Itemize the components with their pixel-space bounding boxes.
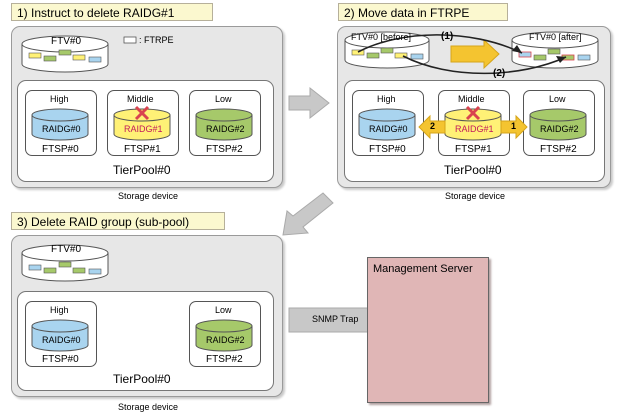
ftsp-label-2-3: FTSP#2: [206, 354, 243, 365]
ftv-disk-after: [511, 31, 599, 69]
tier-high-label-2: High: [377, 94, 396, 104]
step2-title: 2) Move data in FTRPE: [338, 3, 508, 21]
arrow-1-label: (1): [441, 31, 454, 42]
ftv-before-label: FTV#0 [before]: [351, 32, 412, 42]
tier-low-label-3: Low: [215, 305, 232, 315]
ftsp-label-2-1: FTSP#2: [206, 144, 243, 155]
move-badge-1-label: 1: [511, 121, 517, 131]
step3-title: 3) Delete RAID group (sub-pool): [11, 212, 225, 230]
tierpool-label-3: TierPool#0: [113, 372, 171, 386]
ftrpe-legend-label: : FTRPE: [139, 35, 174, 45]
curve-arrow-2: [402, 55, 567, 75]
raid-label-2-2: RAIDG#2: [540, 124, 579, 134]
tier-middle-label-2: Middle: [458, 94, 485, 104]
delete-x-icon-2: [465, 105, 481, 121]
raid-disk-high-3: [31, 319, 89, 352]
management-server: [367, 257, 489, 403]
ftsp-label-1-1: FTSP#1: [124, 144, 161, 155]
storage-device-label-2: Storage device: [445, 191, 506, 201]
management-server-label: Management Server: [373, 263, 473, 275]
ftsp-label-0-3: FTSP#0: [42, 354, 79, 365]
arrow-2-label: (2): [493, 68, 506, 79]
raid-label-1-1: RAIDG#1: [124, 124, 163, 134]
ftsp-label-0-2: FTSP#0: [369, 144, 406, 155]
tier-low-label-1: Low: [215, 94, 232, 104]
tier-high-label-3: High: [50, 305, 69, 315]
ftsp-label-1-2: FTSP#1: [455, 144, 492, 155]
raid-label-2-1: RAIDG#2: [206, 124, 245, 134]
ftsp-label-0-1: FTSP#0: [42, 144, 79, 155]
ftv-disk-3: [21, 244, 109, 282]
storage-device-label-3: Storage device: [118, 402, 179, 412]
snmp-trap-label: SNMP Trap: [312, 314, 359, 324]
ftv-label-1: FTV#0: [51, 36, 82, 47]
ftv-after-label: FTV#0 [after]: [529, 32, 582, 42]
down-left-flow-arrow-icon: [282, 192, 334, 236]
move-arrow-icon: [450, 38, 500, 70]
raid-disk-high-2: [358, 108, 416, 141]
raid-label-1-2: RAIDG#1: [455, 124, 494, 134]
curve-arrow-1: [357, 34, 523, 54]
raid-label-0-3: RAIDG#0: [42, 335, 81, 345]
tier-low-label-2: Low: [549, 94, 566, 104]
step1-title: 1) Instruct to delete RAIDG#1: [11, 3, 213, 21]
raid-label-0-1: RAIDG#0: [42, 124, 81, 134]
raid-disk-low-3: [195, 319, 253, 352]
tierpool-label-2: TierPool#0: [444, 163, 502, 177]
raid-label-2-3: RAIDG#2: [206, 335, 245, 345]
raid-disk-low-2: [529, 108, 587, 141]
move-badge-2-label: 2: [430, 121, 436, 131]
tier-middle-label-1: Middle: [127, 94, 154, 104]
raid-disk-low-1: [195, 108, 253, 141]
move-badge-1-arrow: [500, 114, 528, 140]
tierpool-label-1: TierPool#0: [113, 163, 171, 177]
tier-high-label-1: High: [50, 94, 69, 104]
raid-label-0-2: RAIDG#0: [369, 124, 408, 134]
ftv-disk-1: [21, 35, 109, 73]
delete-x-icon-1: [134, 105, 150, 121]
raid-disk-high-1: [31, 108, 89, 141]
ftrpe-legend-swatch: [123, 36, 137, 44]
ftsp-label-2-2: FTSP#2: [540, 144, 577, 155]
storage-device-label-1: Storage device: [118, 191, 179, 201]
move-badge-2-arrow: [418, 114, 446, 140]
right-flow-arrow-icon: [288, 86, 330, 120]
ftv-label-3: FTV#0: [51, 244, 82, 255]
